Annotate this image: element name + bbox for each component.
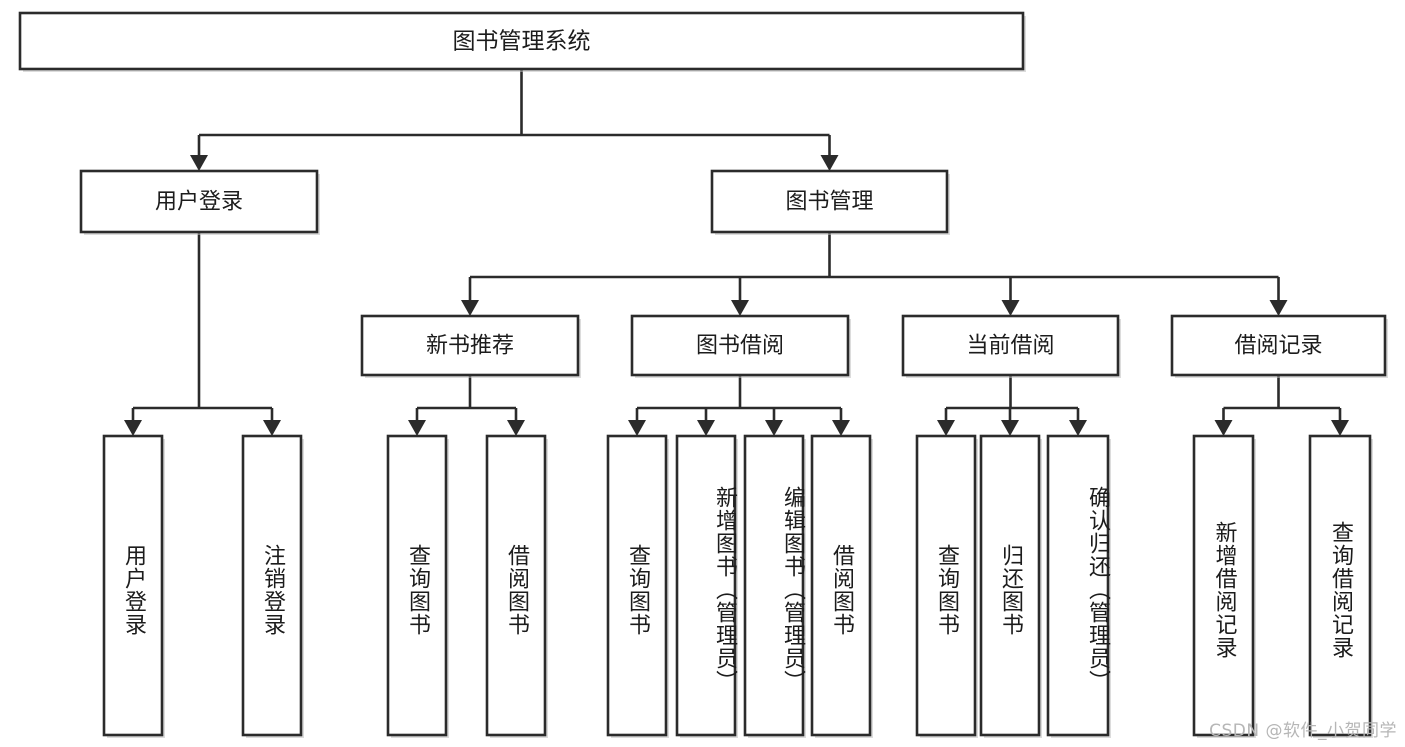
arrow-head-icon (461, 300, 479, 316)
node-leaf-query-record[interactable] (1308, 434, 1373, 738)
node-box[interactable] (606, 434, 668, 737)
arrow-head-icon (1331, 420, 1349, 436)
node-box[interactable] (979, 434, 1041, 737)
arrow-head-icon (1001, 420, 1019, 436)
arrow-head-icon (1214, 420, 1233, 436)
node-label: 用户登录 (155, 190, 243, 215)
arrow-head-icon (697, 420, 715, 436)
node-box[interactable] (1192, 434, 1255, 737)
node-book-manage[interactable]: 图书管理 (710, 169, 950, 235)
node-box[interactable] (1308, 434, 1372, 737)
node-root[interactable]: 图书管理系统 (18, 11, 1026, 72)
node-leaf-query-book-cb[interactable] (915, 434, 978, 738)
node-box[interactable] (630, 314, 850, 377)
node-box[interactable] (1170, 314, 1387, 377)
node-box[interactable] (360, 314, 580, 377)
arrow-head-icon (124, 420, 142, 436)
node-box[interactable] (1046, 434, 1110, 737)
node-box[interactable] (18, 11, 1025, 71)
node-leaf-user-login[interactable] (102, 434, 165, 738)
arrow-head-icon (937, 420, 955, 436)
node-new-book-rec[interactable]: 新书推荐 (360, 314, 581, 378)
node-label: 借阅记录 (1234, 334, 1322, 359)
watermark-text: CSDN @软件_小贺同学 (1209, 721, 1397, 741)
arrow-head-icon (408, 420, 426, 436)
node-box[interactable] (710, 169, 949, 234)
arrow-head-icon (263, 420, 281, 436)
node-box[interactable] (241, 434, 303, 737)
node-box[interactable] (915, 434, 977, 737)
node-box[interactable] (79, 169, 319, 234)
arrow-head-icon (628, 420, 646, 436)
node-borrow-record[interactable]: 借阅记录 (1170, 314, 1388, 378)
node-box[interactable] (810, 434, 872, 737)
node-label: 图书管理 (785, 190, 873, 215)
arrow-head-icon (190, 155, 208, 171)
node-leaf-add-book[interactable] (675, 434, 738, 738)
node-leaf-edit-book[interactable] (743, 434, 806, 738)
arrow-head-icon (1069, 420, 1087, 436)
node-box[interactable] (485, 434, 547, 737)
node-box[interactable] (743, 434, 805, 737)
arrow-head-icon (507, 420, 525, 436)
node-label: 图书管理系统 (453, 29, 591, 55)
arrow-head-icon (832, 420, 850, 436)
node-label: 当前借阅 (966, 334, 1054, 359)
node-user-login[interactable]: 用户登录 (79, 169, 320, 235)
connector-layer (124, 69, 1349, 436)
arrow-head-icon (820, 155, 839, 171)
node-leaf-query-book-rec[interactable] (386, 434, 449, 738)
node-box[interactable] (901, 314, 1120, 377)
node-leaf-add-record[interactable] (1192, 434, 1256, 738)
node-leaf-confirm-return[interactable] (1046, 434, 1111, 738)
arrow-head-icon (765, 420, 783, 436)
node-leaf-query-book-bb[interactable] (606, 434, 669, 738)
node-leaf-return-book[interactable] (979, 434, 1042, 738)
node-leaf-user-logout[interactable] (241, 434, 304, 738)
arrow-head-icon (1001, 300, 1020, 316)
node-leaf-borrow-book-bb[interactable] (810, 434, 873, 738)
node-book-borrow[interactable]: 图书借阅 (630, 314, 851, 378)
node-box[interactable] (386, 434, 448, 737)
node-box[interactable] (102, 434, 164, 737)
arrow-head-icon (731, 300, 749, 316)
node-label: 图书借阅 (696, 334, 784, 359)
arrow-head-icon (1269, 300, 1288, 316)
node-box[interactable] (675, 434, 737, 737)
node-leaf-borrow-book-rec[interactable] (485, 434, 548, 738)
node-current-borrow[interactable]: 当前借阅 (901, 314, 1121, 378)
node-label: 新书推荐 (426, 334, 514, 359)
